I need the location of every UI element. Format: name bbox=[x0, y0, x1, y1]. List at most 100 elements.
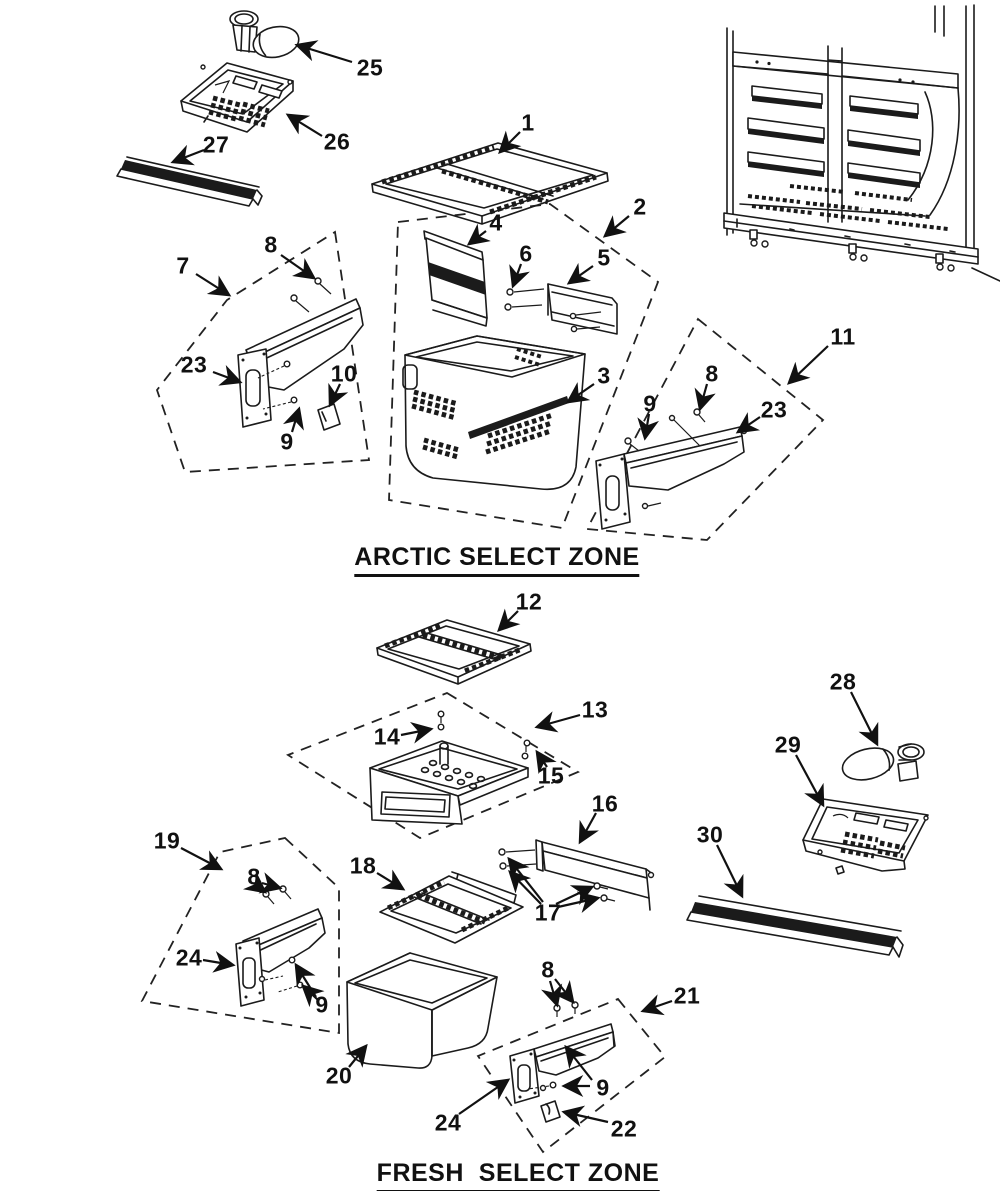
part-26-vent-tray bbox=[180, 62, 294, 133]
arrow-11 bbox=[787, 345, 829, 385]
arrow-21 bbox=[640, 994, 673, 1016]
zone-21-outline bbox=[476, 997, 667, 1154]
callout-arrows bbox=[170, 40, 879, 1127]
callout-29: 29 bbox=[774, 731, 802, 758]
callout-27: 27 bbox=[202, 131, 230, 158]
arrow-24a bbox=[202, 950, 236, 973]
callout-1: 1 bbox=[521, 109, 535, 136]
arrow-7 bbox=[195, 273, 232, 297]
callout-21: 21 bbox=[673, 982, 701, 1009]
zone-outlines bbox=[140, 203, 825, 1154]
callout-14: 14 bbox=[373, 723, 401, 750]
zone-11-outline bbox=[585, 317, 825, 541]
drawer-deck-holes bbox=[420, 759, 486, 790]
part-13-drawer bbox=[369, 710, 531, 825]
callout-4: 4 bbox=[489, 209, 503, 236]
callout-9c: 9 bbox=[315, 991, 329, 1018]
arrow-9c1 bbox=[294, 962, 317, 998]
part-16-rail bbox=[498, 839, 655, 911]
arrow-2 bbox=[602, 215, 630, 238]
callout-16: 16 bbox=[591, 790, 619, 817]
callout-23b: 23 bbox=[760, 396, 788, 423]
arrow-23b bbox=[735, 412, 761, 434]
part-25-fan-motor bbox=[229, 10, 300, 59]
part-18-shelf bbox=[379, 871, 524, 944]
callout-28: 28 bbox=[829, 668, 857, 695]
callout-20: 20 bbox=[325, 1062, 353, 1089]
callout-9a: 9 bbox=[280, 428, 294, 455]
arrow-9c2 bbox=[300, 984, 325, 1008]
arrow-13 bbox=[534, 711, 581, 733]
cabinet-floor-hatch bbox=[747, 184, 949, 231]
part-6-screws bbox=[504, 288, 545, 311]
arrow-16 bbox=[578, 812, 599, 845]
arrow-4 bbox=[466, 223, 491, 246]
rail-assembly-right bbox=[595, 408, 748, 530]
callout-9b: 9 bbox=[643, 390, 657, 417]
callout-3: 3 bbox=[597, 362, 611, 389]
arrow-15 bbox=[535, 749, 557, 775]
arrow-8d1 bbox=[541, 980, 563, 1008]
part-3-basket bbox=[402, 335, 586, 491]
callout-8c: 8 bbox=[247, 863, 261, 890]
arrow-12 bbox=[497, 608, 521, 632]
rail-assembly-lower-left bbox=[235, 885, 326, 1007]
callout-15: 15 bbox=[537, 762, 565, 789]
arrow-5 bbox=[566, 262, 594, 285]
cabinet-rear-view bbox=[723, 4, 1000, 282]
arrow-22 bbox=[561, 1105, 609, 1127]
arrow-6 bbox=[509, 263, 530, 289]
arrow-18 bbox=[376, 869, 406, 891]
callout-9d: 9 bbox=[596, 1074, 610, 1101]
arrow-3 bbox=[565, 381, 595, 404]
zone-19-outline bbox=[140, 837, 340, 1035]
callout-12: 12 bbox=[515, 588, 543, 615]
part-4-divider bbox=[423, 230, 488, 327]
arrow-30 bbox=[716, 844, 744, 899]
arrow-28 bbox=[850, 691, 879, 747]
zone-7-outline bbox=[155, 230, 371, 473]
callout-25: 25 bbox=[356, 54, 384, 81]
part-28-fan-motor bbox=[841, 743, 925, 782]
arrow-1 bbox=[498, 130, 522, 154]
part-29-vent-tray bbox=[802, 798, 929, 875]
callout-22: 22 bbox=[610, 1115, 638, 1142]
arctic-select-zone-title: ARCTIC SELECT ZONE bbox=[354, 543, 640, 577]
callout-26: 26 bbox=[323, 128, 351, 155]
arrow-27 bbox=[170, 144, 205, 166]
arrow-25 bbox=[294, 40, 353, 64]
zone-2-outline bbox=[388, 203, 660, 530]
callout-10: 10 bbox=[330, 360, 358, 387]
part-15-screws bbox=[521, 739, 531, 760]
arrow-8b bbox=[694, 383, 716, 412]
arrow-20 bbox=[345, 1043, 368, 1068]
arrow-24b bbox=[458, 1078, 511, 1115]
callout-11: 11 bbox=[830, 323, 856, 350]
callout-7: 7 bbox=[176, 252, 190, 279]
arrow-19 bbox=[180, 847, 224, 871]
callout-24a: 24 bbox=[175, 944, 203, 971]
part-10-clip bbox=[317, 403, 341, 431]
callout-8d: 8 bbox=[541, 956, 555, 983]
zone-13-outline bbox=[286, 692, 580, 840]
part-22-clip bbox=[540, 1100, 561, 1123]
arrow-8a bbox=[280, 254, 317, 280]
callout-8b: 8 bbox=[705, 360, 719, 387]
rail-assembly-left bbox=[237, 277, 364, 431]
arrow-23a bbox=[212, 364, 243, 386]
part-20-bin bbox=[346, 952, 498, 1069]
callout-6: 6 bbox=[519, 240, 533, 267]
callout-18: 18 bbox=[349, 852, 377, 879]
callout-17: 17 bbox=[534, 899, 562, 926]
arrow-9b bbox=[637, 413, 660, 441]
arrow-26 bbox=[285, 113, 323, 137]
part-5-bracket bbox=[547, 283, 618, 335]
callout-19: 19 bbox=[153, 827, 181, 854]
part-1-shelf bbox=[371, 142, 609, 225]
arrow-14 bbox=[400, 721, 434, 744]
arrow-17c bbox=[555, 885, 595, 906]
callout-5: 5 bbox=[597, 244, 611, 271]
rail-assembly-bottom bbox=[509, 1001, 616, 1123]
